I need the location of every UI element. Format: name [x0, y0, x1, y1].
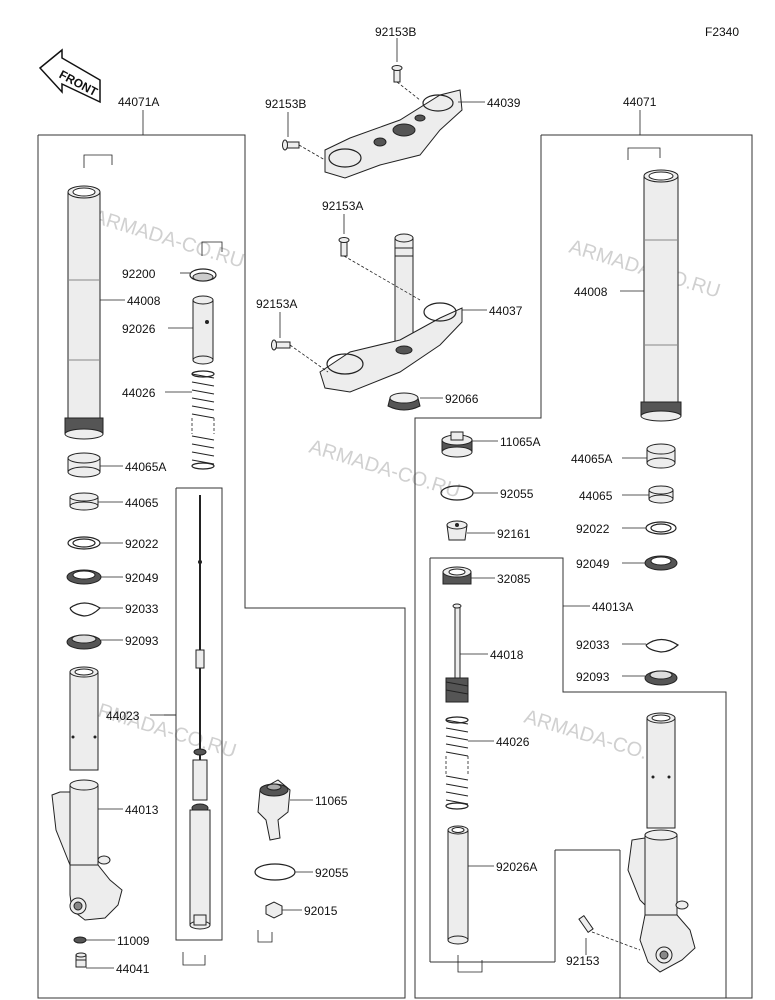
label-L-44041: 44041	[116, 962, 150, 976]
label-R-44018: 44018	[490, 648, 524, 662]
right-assembly-boundary: 44071 44013A	[414, 95, 753, 999]
right-washer-92022	[645, 521, 677, 535]
left-washer-92022	[67, 536, 101, 550]
right-snap-ring-92033	[645, 638, 679, 653]
label-44037: 44037	[489, 304, 523, 318]
left-spacer-92026	[192, 295, 214, 365]
label-L-92200: 92200	[122, 267, 156, 281]
left-bushing-44065	[69, 492, 99, 511]
bolt-92153B-top	[391, 65, 421, 101]
label-R-44008: 44008	[574, 285, 608, 299]
right-spacer-92026A	[447, 825, 483, 973]
watermark-5: ARMADA-CO.RU	[83, 696, 239, 763]
label-92153A-mid: 92153A	[322, 199, 363, 213]
label-92066: 92066	[445, 392, 479, 406]
label-R-92093: 92093	[576, 670, 610, 684]
bolt-92153A-mid	[338, 237, 421, 301]
right-dust-seal-92093	[644, 670, 678, 686]
label-44039: 44039	[487, 96, 521, 110]
label-R-92022: 92022	[576, 522, 610, 536]
right-outer-tube-44008	[627, 147, 682, 422]
label-92153A-low: 92153A	[256, 297, 297, 311]
label-R-92026A: 92026A	[496, 860, 537, 874]
label-L-44065: 44065	[125, 496, 159, 510]
label-R-92033: 92033	[576, 638, 610, 652]
left-inner-tube-44023	[69, 666, 99, 771]
label-L-92026: 92026	[122, 322, 156, 336]
left-outer-tube-44008	[64, 154, 113, 440]
label-R-44065A: 44065A	[571, 452, 612, 466]
left-cap-bolt-11065	[257, 779, 291, 841]
seal-92066	[387, 392, 421, 411]
left-dust-seal-92093	[66, 634, 102, 650]
label-L-11065: 11065	[315, 794, 348, 808]
label-R-92153: 92153	[566, 954, 600, 968]
label-92153B-top: 92153B	[375, 25, 416, 39]
label-L-44008: 44008	[127, 294, 161, 308]
steering-stem-lower-clamp	[319, 233, 463, 393]
label-44071A: 44071A	[118, 95, 159, 109]
label-R-92049: 92049	[576, 557, 610, 571]
left-assembly-boundary: 44071A	[37, 95, 406, 999]
label-L-92015: 92015	[304, 904, 338, 918]
label-L-92022: 92022	[125, 537, 159, 551]
label-R-44065: 44065	[579, 489, 613, 503]
right-spring-44026	[445, 716, 469, 810]
left-gasket-11009	[73, 936, 87, 944]
right-bushing-44065A	[646, 443, 676, 469]
left-fork-leg-44013	[51, 779, 123, 921]
bolt-92153B-left	[282, 139, 326, 161]
left-washer-92200	[189, 241, 223, 282]
front-arrow-badge: FRONT	[38, 48, 101, 104]
right-cap-11065A	[441, 431, 473, 458]
right-oil-seal-92049	[644, 555, 678, 571]
label-44071: 44071	[623, 95, 657, 109]
left-snap-ring-92033	[69, 602, 101, 617]
left-o-ring-92055	[254, 863, 296, 881]
left-nut-92015	[257, 901, 283, 943]
label-L-44065A: 44065A	[125, 460, 166, 474]
label-L-92049: 92049	[125, 571, 159, 585]
left-bushing-44065A	[67, 452, 101, 478]
bolt-92153A-low	[271, 339, 329, 373]
label-92153B-left: 92153B	[265, 97, 306, 111]
label-L-92055: 92055	[315, 866, 349, 880]
label-L-11009: 11009	[117, 934, 150, 948]
label-L-92093: 92093	[125, 634, 159, 648]
right-bushing-44065	[648, 485, 674, 504]
left-oil-seal-92049	[66, 569, 102, 585]
label-L-92033: 92033	[125, 602, 159, 616]
label-R-32085: 32085	[497, 572, 531, 586]
label-L-44023: 44023	[106, 709, 140, 723]
left-spring-44026	[191, 370, 215, 470]
label-R-92161: 92161	[497, 527, 531, 541]
label-R-11065A: 11065A	[500, 435, 540, 449]
label-L-44013: 44013	[125, 803, 159, 817]
label-R-44013A: 44013A	[592, 600, 633, 614]
left-bolt-44041	[75, 952, 87, 968]
right-cap-32085	[442, 566, 472, 585]
right-fork-leg	[627, 712, 696, 973]
label-L-44026: 44026	[122, 386, 156, 400]
watermark-3: ARMADA-CO.RU	[307, 436, 463, 503]
right-rod-44018	[445, 603, 469, 703]
upper-triple-clamp	[324, 89, 463, 179]
diagram-code: F2340	[705, 25, 739, 39]
right-nut-92161	[446, 520, 468, 541]
label-R-44026: 44026	[496, 735, 530, 749]
label-R-92055: 92055	[500, 487, 534, 501]
watermark-1: ARMADA-CO.RU	[91, 206, 247, 273]
right-bolt-92153	[578, 915, 641, 951]
left-cartridge-group	[164, 487, 223, 966]
